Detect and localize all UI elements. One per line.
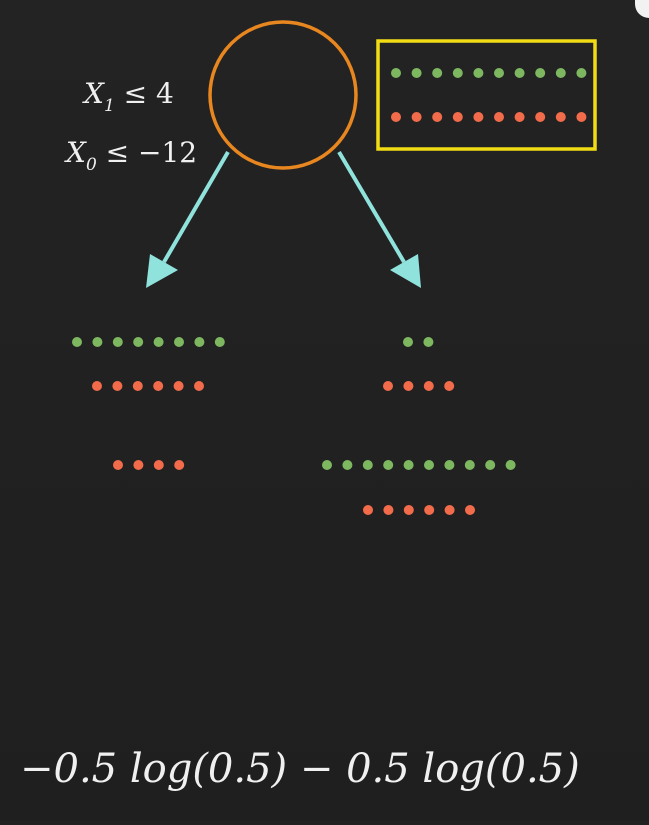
- dot-row-right-x0-red: [363, 505, 475, 515]
- green-dot-point: [535, 68, 546, 78]
- green-dot-point: [362, 460, 373, 470]
- green-dot-point: [322, 460, 332, 470]
- dot-row-root-red: [391, 112, 587, 122]
- green-dot-point: [411, 68, 422, 78]
- dot-row-root-green: [391, 68, 587, 78]
- red-dot-point: [473, 112, 484, 122]
- green-dot-point: [494, 68, 504, 78]
- red-dot-point: [424, 505, 435, 515]
- red-dot-point: [411, 112, 422, 122]
- red-dot-point: [494, 112, 504, 122]
- green-dot-point: [444, 460, 455, 470]
- red-dot-point: [432, 112, 443, 122]
- green-dot-point: [133, 337, 144, 347]
- green-dot-point: [403, 337, 413, 347]
- green-dot-point: [514, 68, 525, 78]
- split-label-x0: X0 ≤ −12: [64, 136, 197, 175]
- green-dot-point: [505, 460, 516, 470]
- green-dot-point: [153, 337, 164, 347]
- red-dot-point: [514, 112, 525, 122]
- dot-row-right-x1-red: [383, 381, 455, 391]
- red-dot-point: [174, 460, 185, 470]
- dot-row-left-x1-green: [72, 337, 225, 347]
- right-branch-arrow: [337, 150, 421, 288]
- green-dot-point: [112, 337, 123, 347]
- red-dot-point: [194, 381, 204, 391]
- red-dot-point: [391, 112, 401, 122]
- red-dot-point: [452, 112, 463, 122]
- red-dot-point: [465, 505, 475, 515]
- red-dot-point: [535, 112, 546, 122]
- red-dot-point: [555, 112, 566, 122]
- green-dot-point: [576, 68, 587, 78]
- sample-dots: [72, 68, 587, 515]
- red-dot-point: [153, 460, 164, 470]
- green-dot-point: [403, 460, 414, 470]
- dot-row-right-x0-green: [322, 460, 516, 470]
- green-dot-point: [194, 337, 205, 347]
- green-dot-point: [464, 460, 475, 470]
- red-dot-point: [383, 505, 394, 515]
- red-dot-point: [153, 381, 164, 391]
- red-dot-point: [403, 381, 414, 391]
- red-dot-point: [112, 381, 123, 391]
- entropy-formula: −0.5 log(0.5) − 0.5 log(0.5): [20, 746, 580, 792]
- green-dot-point: [174, 337, 184, 347]
- green-dot-point: [555, 68, 566, 78]
- red-dot-point: [444, 381, 455, 391]
- red-dot-point: [403, 505, 414, 515]
- red-dot-point: [113, 460, 123, 470]
- green-dot-point: [391, 68, 401, 78]
- green-dot-point: [383, 460, 394, 470]
- green-dot-point: [92, 337, 103, 347]
- root-node-circle: [208, 20, 358, 170]
- green-dot-point: [432, 68, 443, 78]
- root-samples-box: [376, 39, 597, 151]
- corner-badge: [635, 0, 649, 18]
- red-dot-point: [173, 381, 184, 391]
- green-dot-point: [452, 68, 463, 78]
- split-label-x1: X1 ≤ 4: [82, 77, 174, 116]
- red-dot-point: [363, 505, 373, 515]
- green-dot-point: [342, 460, 353, 470]
- red-dot-point: [576, 112, 587, 122]
- red-dot-point: [444, 505, 455, 515]
- green-dot-point: [214, 337, 225, 347]
- red-dot-point: [92, 381, 102, 391]
- green-dot-point: [423, 337, 434, 347]
- green-dot-point: [473, 68, 484, 78]
- red-dot-point: [423, 381, 434, 391]
- red-dot-point: [133, 460, 144, 470]
- dot-row-right-x1-green: [403, 337, 434, 347]
- dot-row-left-x0-red: [113, 460, 185, 470]
- green-dot-point: [72, 337, 82, 347]
- green-dot-point: [485, 460, 496, 470]
- left-branch-arrow: [146, 150, 230, 288]
- red-dot-point: [132, 381, 143, 391]
- dot-row-left-x1-red: [92, 381, 204, 391]
- green-dot-point: [424, 460, 434, 470]
- red-dot-point: [383, 381, 393, 391]
